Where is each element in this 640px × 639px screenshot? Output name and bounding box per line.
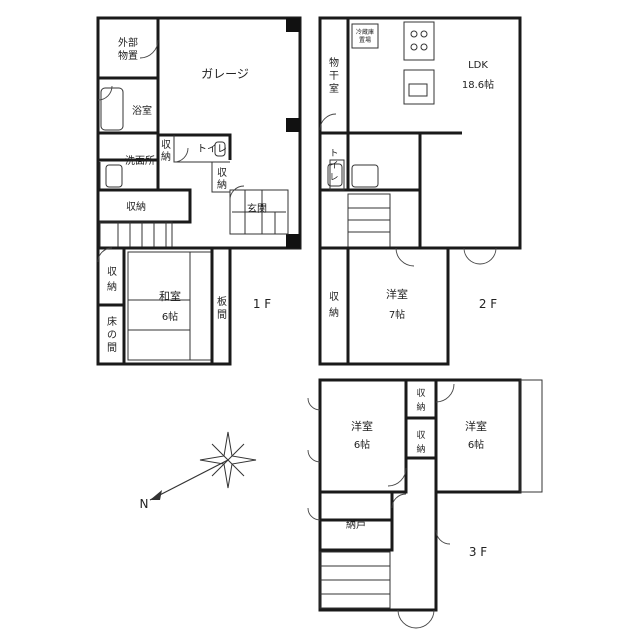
room-label-youshitsu-3f-left-size: 6帖 [354,438,370,451]
floor-3f [307,378,543,629]
room-label-tokonoma-b: の [107,330,117,341]
room-label-youshitsu-3f-right: 洋室 [465,419,487,433]
room-label-nando: 納戸 [346,518,366,531]
room-label-drying-b: 干 [329,71,339,82]
room-label-tokonoma-a: 床 [107,315,117,328]
room-label-tokonoma-c: 間 [107,342,117,354]
room-label-youshitsu-3f-left: 洋室 [351,419,373,433]
room-label-closet2-a: 収 [329,291,339,303]
room-label-washitsu: 和室 [159,289,181,303]
room-label-fridge-b: 置場 [359,36,371,44]
room-label-closet3b-b: 納 [416,443,425,455]
room-label-closet-small2-b: 納 [217,178,227,191]
room-label-closet-side-b: 納 [107,280,117,293]
room-label-closet-long: 収納 [126,200,146,213]
room-label-closet3a-b: 納 [416,401,425,413]
room-label-toilet2-c: レ [329,173,338,183]
room-label-toilet2-b: イ [329,161,338,171]
room-label-storage-outdoor-b: 物置 [118,49,138,62]
floor-label-1f: 1 F [253,297,271,311]
room-label-youshitsu-2f: 洋室 [386,287,408,301]
room-label-ldk: LDK [468,60,488,71]
room-label-itama-a: 板 [217,295,227,308]
floor-2f [318,16,522,366]
room-label-washitsu-size: 6帖 [162,310,178,323]
room-label-ldk-size: 18.6帖 [462,78,494,91]
floor-label-2f: 2 F [479,297,497,311]
room-label-closet3b-a: 収 [416,429,425,441]
room-label-closet-small-b: 納 [161,150,171,163]
room-label-fridge-a: 冷蔵庫 [356,28,374,36]
room-label-closet2-b: 納 [329,306,339,319]
room-label-washroom: 洗面所 [125,155,155,167]
room-label-bath: 浴室 [132,104,152,117]
room-label-closet-side-a: 収 [107,266,117,278]
room-label-toilet: トイレ [197,144,227,155]
room-label-drying-a: 物 [329,56,339,69]
room-label-itama-b: 間 [217,309,227,321]
room-label-garage: ガレージ [201,67,249,81]
floor-1f [96,16,302,366]
room-label-youshitsu-2f-size: 7帖 [389,308,405,321]
3f-outer-wall [318,378,522,612]
room-label-storage-outdoor-a: 外部 [118,36,138,49]
room-label-toilet2-a: ト [329,149,338,159]
room-label-closet-small2-a: 収 [217,167,227,179]
compass [149,431,257,501]
room-label-entrance: 玄関 [247,202,267,215]
compass-north-label: N [140,497,149,511]
room-label-drying-c: 室 [329,82,339,95]
room-label-closet3a-a: 収 [416,387,425,399]
floor-label-3f: 3 F [469,545,487,559]
room-label-youshitsu-3f-right-size: 6帖 [468,438,484,451]
room-label-closet-small-a: 収 [161,139,171,151]
